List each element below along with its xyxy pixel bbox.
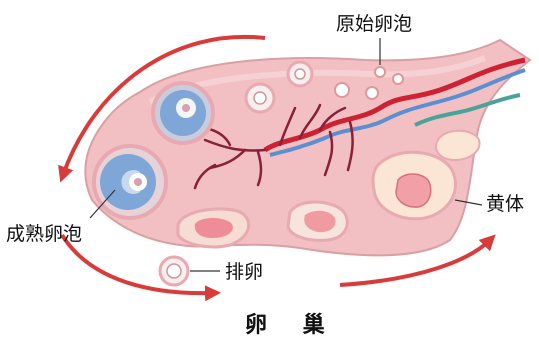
mature-follicle [94,146,166,218]
released-ovum [160,257,188,285]
small-follicle-1 [246,84,274,112]
corpus-luteum [373,152,455,219]
small-follicle-2 [288,62,312,86]
label-corpus-luteum: 黄体 [486,193,524,215]
label-ovulation: 排卵 [225,261,263,283]
regressing-corpus [288,202,347,240]
follicle-right-top [436,131,480,160]
diagram-caption: 卵 巢 [245,312,339,338]
ruptured-follicle [178,209,249,247]
label-primordial-follicle: 原始卵泡 [336,13,412,35]
developing-follicle-top-left [153,83,213,143]
label-mature-follicle: 成熟卵泡 [6,223,82,245]
